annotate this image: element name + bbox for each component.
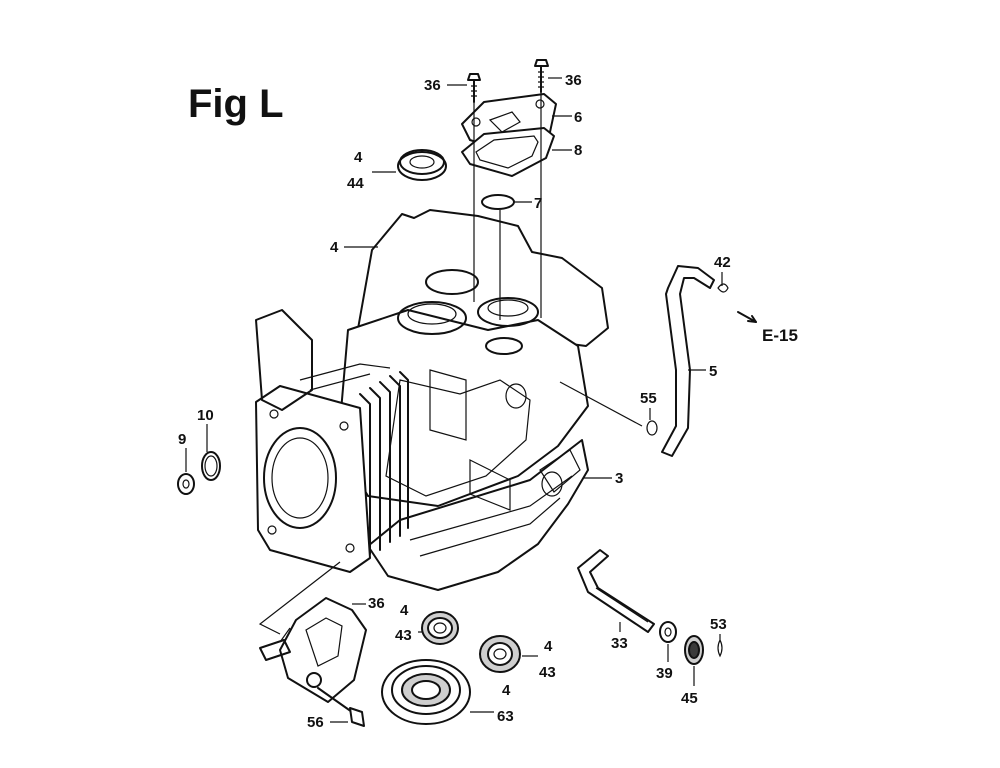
washer-39 — [659, 621, 677, 643]
label-36-right: 36 — [565, 72, 582, 89]
gasket-8 — [461, 127, 555, 177]
label-5: 5 — [709, 363, 717, 380]
reference-e15: E-15 — [762, 326, 798, 345]
bolt-36-right — [534, 59, 549, 93]
label-8: 8 — [574, 142, 582, 159]
governor-bracket — [259, 597, 367, 703]
label-36-bottom: 36 — [368, 595, 385, 612]
clip-53 — [717, 638, 723, 658]
label-63: 63 — [497, 708, 514, 725]
label-56: 56 — [307, 714, 324, 731]
bearing-43-bottom — [479, 635, 521, 673]
label-4-bearing-c: 4 — [502, 682, 511, 699]
label-7: 7 — [534, 195, 542, 212]
label-6: 6 — [574, 109, 582, 126]
leader-lines — [258, 92, 643, 643]
bearing-43-top — [421, 611, 459, 645]
label-3: 3 — [615, 470, 623, 487]
nut-9 — [177, 473, 195, 495]
callouts: 36 36 6 8 7 4 44 4 42 E-15 5 55 3 10 9 3… — [178, 72, 798, 731]
label-44: 44 — [347, 175, 364, 192]
bolt-36-left — [467, 73, 481, 103]
seal-45 — [684, 635, 704, 665]
label-4-bearing-a: 4 — [400, 602, 409, 619]
label-9: 9 — [178, 431, 186, 448]
label-10: 10 — [197, 407, 214, 424]
bearing-63 — [381, 659, 471, 725]
ref-arrow — [737, 311, 757, 323]
crankcase-3 — [337, 209, 609, 591]
label-33: 33 — [611, 635, 628, 652]
label-43-a: 43 — [395, 627, 412, 644]
label-53: 53 — [710, 616, 727, 633]
label-42: 42 — [714, 254, 731, 271]
label-4-case: 4 — [330, 239, 339, 256]
label-4-seal: 4 — [354, 149, 363, 166]
oil-seal-44 — [397, 149, 447, 181]
clip-42 — [717, 283, 729, 293]
figure-title: Fig L — [188, 82, 284, 126]
breather-tube-5 — [661, 265, 715, 457]
label-43-b: 43 — [539, 664, 556, 681]
cylinder-fins — [255, 309, 409, 573]
label-45: 45 — [681, 690, 698, 707]
lever-33 — [577, 549, 655, 633]
bolt-56 — [317, 687, 365, 727]
label-55: 55 — [640, 390, 657, 407]
label-4-bearing-b: 4 — [544, 638, 553, 655]
o-ring-55 — [646, 420, 658, 436]
o-ring-7 — [481, 194, 515, 210]
o-ring-10 — [201, 451, 221, 481]
label-39: 39 — [656, 665, 673, 682]
label-36-left: 36 — [424, 77, 441, 94]
